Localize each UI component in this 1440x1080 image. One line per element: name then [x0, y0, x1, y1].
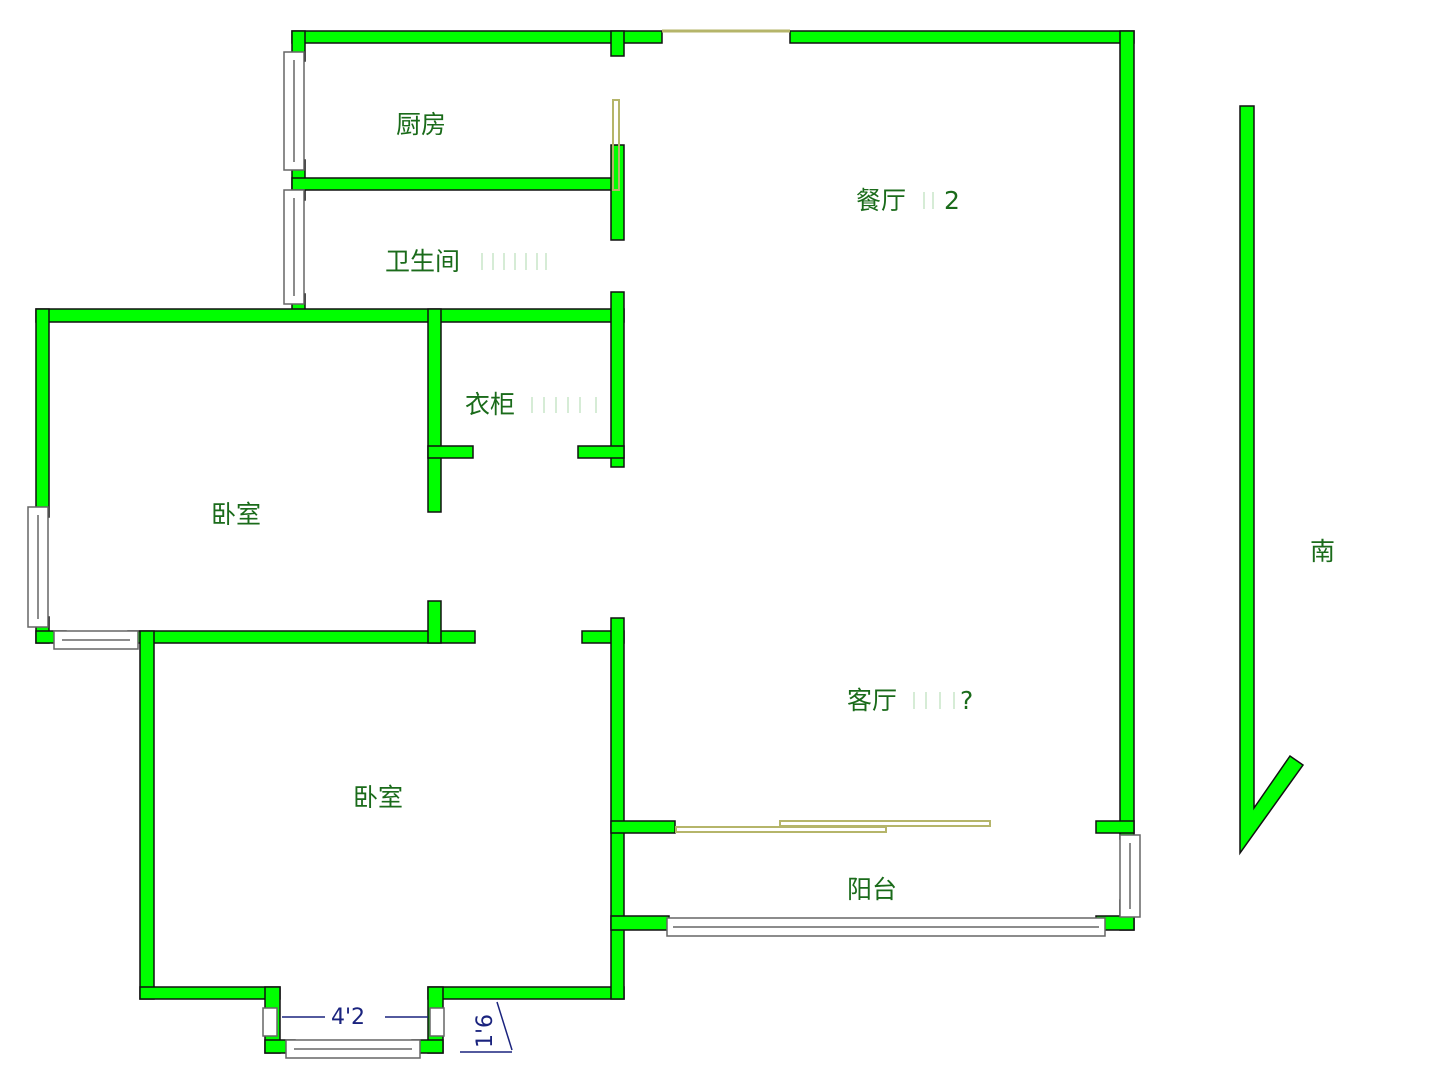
wardrobe-label-ticks [531, 397, 597, 413]
wall-bedroom1-left-top [35, 308, 50, 518]
wall-kitchen-right [610, 144, 625, 241]
doors [612, 29, 991, 833]
walls [35, 30, 1135, 1054]
wall-bedroom1-bottom [127, 630, 476, 644]
wall-wardrobe-bottom-left [427, 445, 474, 459]
dimension-label-depth: 1'6 [473, 1014, 498, 1048]
windows [27, 51, 1141, 1059]
dining-label-ticks [923, 192, 934, 209]
wall-wardrobe-left [427, 308, 442, 513]
wall-bedroom1-door-stub [427, 600, 442, 644]
wall-bedroom2-left [139, 630, 155, 1000]
wall-bedroom1-top [35, 308, 625, 323]
bay-left-sash [262, 1007, 278, 1037]
kitchen-sliding-door [612, 99, 620, 191]
wall-balcony-top [610, 820, 676, 834]
room-label-kitchen: 厨房 [396, 110, 446, 139]
room-label-balcony: 阳台 [847, 875, 897, 904]
wall-bedroom2-bottom-right [427, 986, 625, 1000]
bathroom-label-ticks [481, 253, 547, 270]
wall-right [1119, 30, 1135, 840]
balcony-sliding-door-1 [675, 826, 887, 833]
room-label-dining: 餐厅 [856, 186, 906, 215]
wall-kitchen-stub [610, 30, 625, 57]
balcony-sliding-door-2 [779, 820, 991, 827]
wall-balcony-bottom [610, 915, 670, 931]
compass-label-south: 南 [1310, 537, 1335, 566]
room-label-bathroom: 卫生间 [385, 247, 460, 276]
wall-top-left [291, 30, 663, 44]
dimension-label-width: 4'2 [331, 1005, 365, 1030]
room-label-wardrobe: 衣柜 [465, 390, 515, 419]
wall-top-right [789, 30, 1135, 44]
wall-living-left [610, 617, 625, 1000]
wall-kitchen-bath [291, 177, 617, 191]
wall-wardrobe-right [610, 291, 625, 468]
dimension-window-width: 4'2 [282, 1005, 428, 1030]
room-label-bedroom-2: 卧室 [353, 783, 403, 812]
wall-right-stub [1095, 820, 1135, 834]
bay-right-sash [429, 1007, 445, 1037]
south-arrow-icon [1239, 105, 1305, 856]
room-label-living-suffix: ? [960, 686, 973, 715]
wall-bedroom2-bottom-left [139, 986, 281, 1000]
dimension-window-depth: 1'6 [460, 1001, 513, 1053]
room-label-dining-suffix: 2 [944, 186, 960, 215]
room-label-living: 客厅 [847, 686, 897, 715]
living-label-ticks [913, 692, 955, 709]
room-label-bedroom-1: 卧室 [211, 500, 261, 529]
wall-wardrobe-bottom-right [577, 445, 625, 459]
